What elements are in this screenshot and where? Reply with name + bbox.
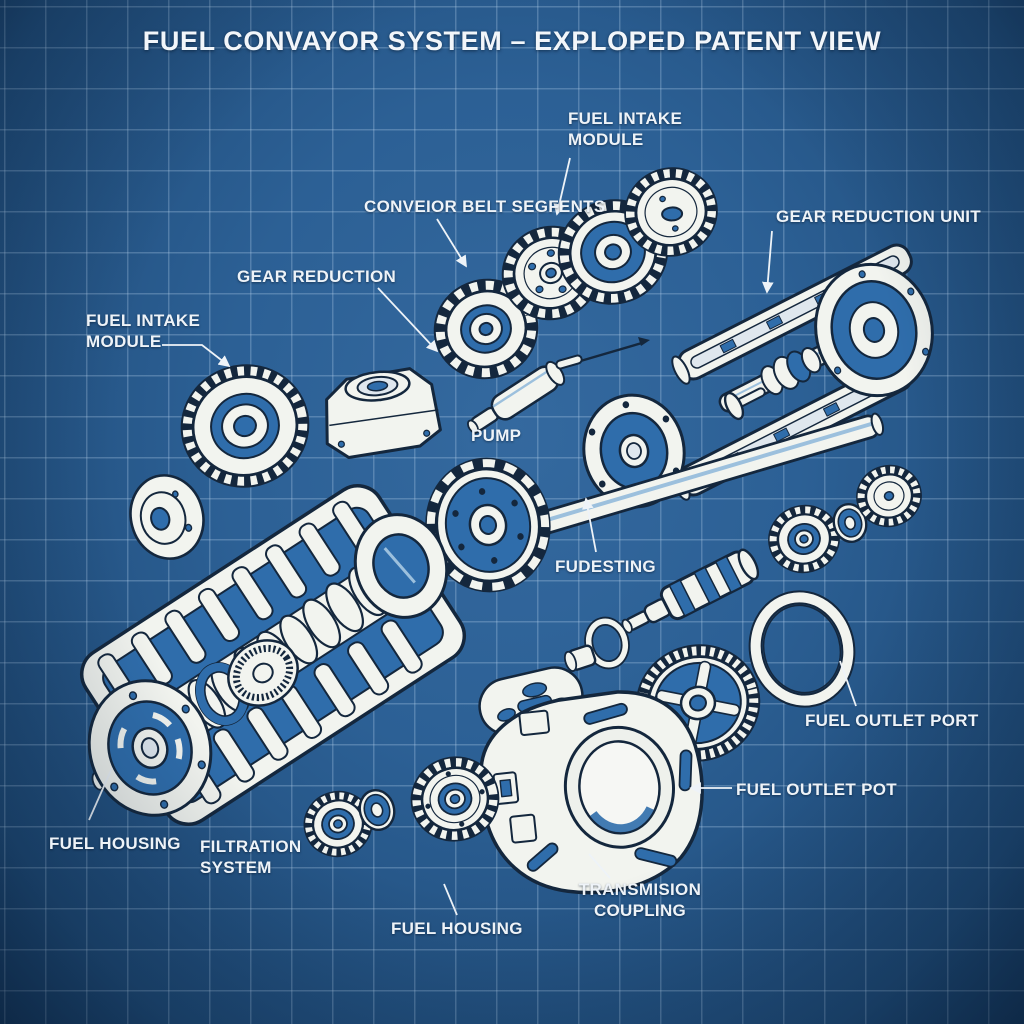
part-plug-cylinder	[563, 644, 597, 672]
leader-gear-reduction-unit	[761, 230, 774, 294]
part-washer-disc	[129, 474, 205, 560]
diagram-title: FUEL CONVAYOR SYSTEM – EXPLOPED PATENT V…	[142, 26, 882, 56]
label-fuel-housing-left: FUEL HOUSING	[49, 834, 181, 853]
label-transmission-coupling: TRANSMISION COUPLING	[578, 880, 702, 920]
part-small-gear-a	[768, 504, 840, 574]
label-gear-reduction: GEAR REDUCTION	[237, 267, 397, 286]
label-fuel-outlet-pot: FUEL OUTLET POT	[736, 780, 897, 799]
label-pump: PUMP	[471, 426, 522, 445]
label-conveyor-belt-segments: CONVEIOR BELT SEGFENTS	[364, 197, 606, 216]
label-fuel-housing-bottom: FUEL HOUSING	[391, 919, 523, 938]
label-fuel-intake-module-top: FUEL INTAKE MODULE	[568, 109, 683, 149]
label-filtration-system: FILTRATION SYSTEM	[200, 837, 302, 877]
leader-gear-reduction	[377, 287, 439, 353]
leader-conveyor-belt-segments	[436, 218, 467, 268]
label-fuel-outlet-port: FUEL OUTLET PORT	[805, 711, 979, 730]
label-gear-reduction-unit: GEAR REDUCTION UNIT	[776, 207, 981, 226]
part-reduction-drum	[814, 262, 934, 398]
part-outlet-port-ring	[748, 590, 856, 708]
label-fudesting: FUDESTING	[555, 557, 656, 576]
part-cotter-pin	[555, 337, 650, 370]
leader-fuel-housing-bottom	[443, 883, 458, 916]
part-pump-bracket	[325, 367, 442, 460]
part-intake-gear-left	[180, 364, 310, 488]
label-fuel-intake-module-left: FUEL INTAKE MODULE	[86, 311, 201, 351]
